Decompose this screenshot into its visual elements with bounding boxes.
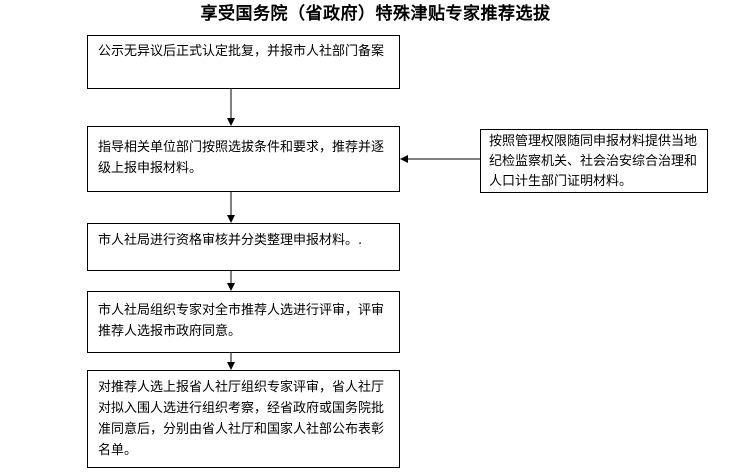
step-box-qualification-review: 市人社局进行资格审核并分类整理申报材料。. bbox=[87, 223, 400, 271]
side-note-box: 按照管理权限随同申报材料提供当地纪检监察机关、社会治安综合治理和人口计生部门证明… bbox=[480, 129, 708, 193]
step-box-approval: 公示无异议后正式认定批复，并报市人社部门备案 bbox=[87, 35, 400, 89]
step-box-recommend: 指导相关单位部门按照选拔条件和要求，推荐并逐级上报申报材料。 bbox=[87, 126, 400, 192]
step-box-expert-review: 市人社局组织专家对全市推荐人选进行评审，评审推荐人选报市政府同意。 bbox=[87, 291, 400, 353]
diagram-title: 享受国务院（省政府）特殊津贴专家推荐选拔 bbox=[200, 4, 551, 24]
step-box-provincial-review: 对推荐人选上报省人社厅组织专家评审，省人社厅对拟入围人选进行组织考察，经省政府或… bbox=[87, 370, 400, 468]
